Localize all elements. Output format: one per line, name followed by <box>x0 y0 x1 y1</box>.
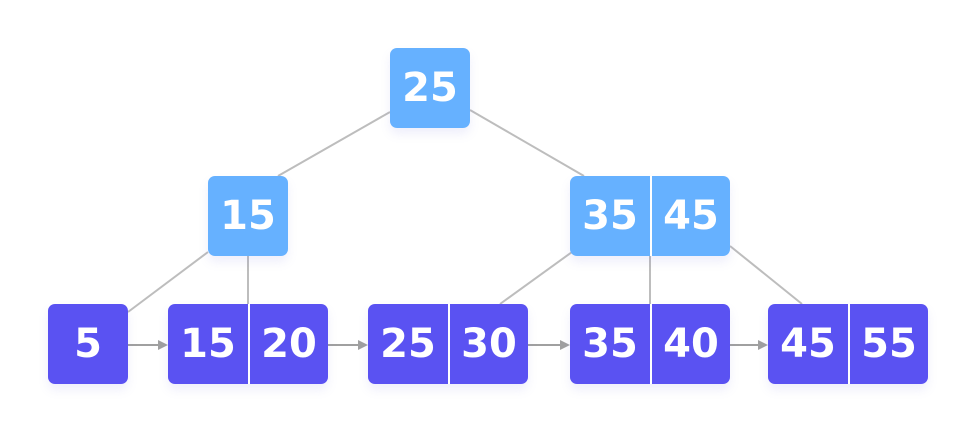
leaf-node-2: 15 20 <box>168 304 328 384</box>
edge-root-to-node-15 <box>277 111 391 177</box>
edge-root-to-node-35-45 <box>469 109 585 177</box>
leaf-node-3-key-2: 30 <box>448 304 528 384</box>
internal-node-15-key-1: 15 <box>220 193 276 239</box>
leaf-node-4-key-2: 40 <box>650 304 730 384</box>
leaf-node-4-key-1: 35 <box>582 321 638 367</box>
internal-node-35-45-key-2: 45 <box>650 176 730 256</box>
leaf-node-3-key-1: 25 <box>380 321 436 367</box>
edge-node-35-45-to-leaf-25-30 <box>499 251 573 305</box>
leaf-node-2-key-2: 20 <box>248 304 328 384</box>
root-node: 25 <box>390 48 470 128</box>
edge-node-35-45-to-leaf-45-55 <box>729 245 803 305</box>
root-key-1: 25 <box>402 65 458 111</box>
internal-node-35-45: 35 45 <box>570 176 730 256</box>
leaf-node-1-key-1: 5 <box>74 321 102 367</box>
leaf-node-5: 45 55 <box>768 304 928 384</box>
leaf-node-3: 25 30 <box>368 304 528 384</box>
leaf-node-2-key-1: 15 <box>180 321 236 367</box>
internal-node-15: 15 <box>208 176 288 256</box>
internal-node-35-45-key-1: 35 <box>582 193 638 239</box>
leaf-node-5-key-2: 55 <box>848 304 928 384</box>
edge-node-15-to-leaf-5 <box>127 251 209 313</box>
leaf-node-5-key-1: 45 <box>780 321 836 367</box>
leaf-node-4: 35 40 <box>570 304 730 384</box>
leaf-node-1: 5 <box>48 304 128 384</box>
